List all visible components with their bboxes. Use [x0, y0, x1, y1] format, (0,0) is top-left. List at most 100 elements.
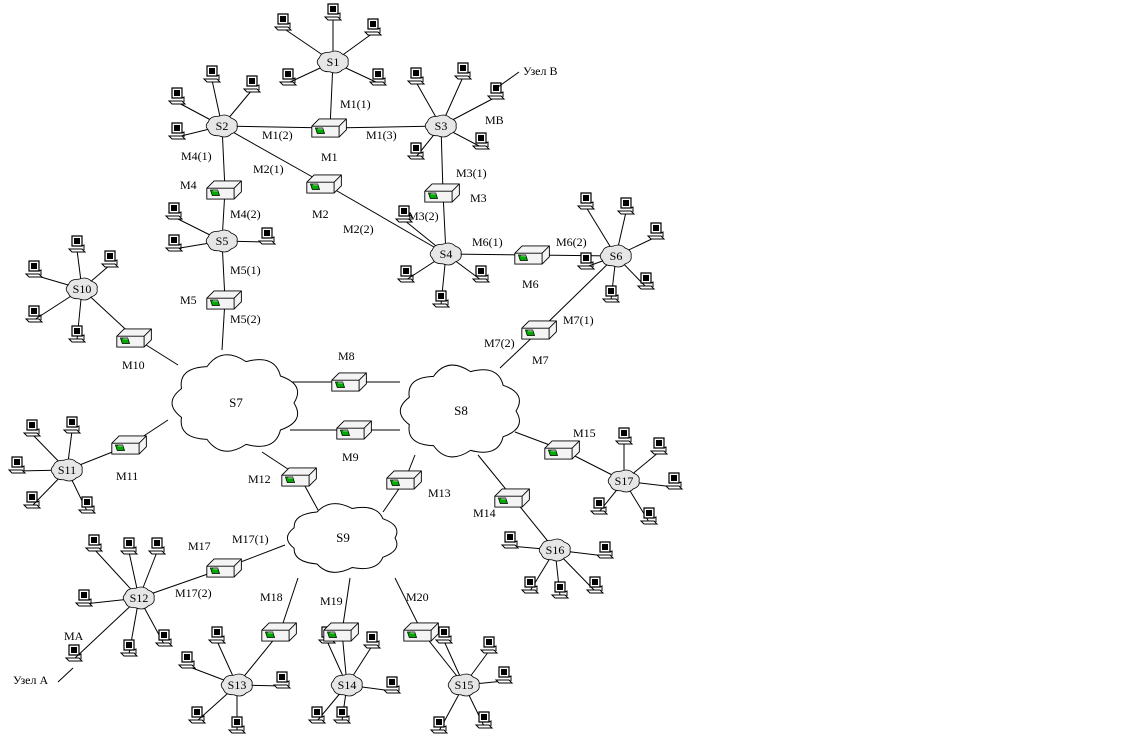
router-icon	[424, 183, 460, 203]
computer-icon	[432, 290, 450, 308]
computer-icon	[364, 18, 382, 36]
network-label-s17: S17	[615, 474, 634, 488]
computer-icon	[430, 716, 448, 734]
computer-icon	[521, 576, 539, 594]
router-icon	[111, 435, 147, 455]
computer-icon	[586, 576, 604, 594]
computer-icon	[63, 416, 81, 434]
computer-icon	[68, 235, 86, 253]
router-label-m7: M7	[532, 353, 549, 367]
router-label-m2: M2	[312, 207, 329, 221]
computer-icon	[274, 13, 292, 31]
port-label: M1(1)	[340, 97, 371, 111]
computer-icon	[168, 87, 186, 105]
computer-icon	[551, 581, 569, 599]
computer-icon	[85, 534, 103, 552]
computer-icon	[501, 531, 519, 549]
pc-link	[73, 597, 140, 660]
computer-icon	[472, 265, 490, 283]
router-icon	[323, 622, 359, 642]
computer-icon	[25, 305, 43, 323]
computer-icon	[617, 197, 635, 215]
computer-icon	[208, 626, 226, 644]
router-label-m15: M15	[573, 426, 596, 440]
router-label-m9: M9	[342, 450, 359, 464]
mb-label: MB	[485, 113, 504, 127]
router-label-m13: M13	[428, 486, 451, 500]
network-label-s7: S7	[229, 395, 243, 410]
port-label: M5(1)	[230, 263, 261, 277]
network-cloud-s8	[399, 364, 520, 458]
router-icon	[281, 467, 317, 487]
computer-icon	[577, 192, 595, 210]
computer-icon	[25, 260, 43, 278]
router-label-m6: M6	[522, 277, 539, 291]
network-label-s2: S2	[216, 119, 229, 133]
computer-icon	[665, 472, 683, 490]
port-label: M1(3)	[366, 128, 397, 142]
computer-icon	[487, 82, 505, 100]
network-label-s12: S12	[130, 591, 149, 605]
port-label: M4(2)	[230, 207, 261, 221]
router-icon	[386, 470, 422, 490]
network-label-s8: S8	[454, 403, 468, 418]
router-label-m18: M18	[260, 590, 283, 604]
computer-icon	[590, 497, 608, 515]
computer-icon	[647, 222, 665, 240]
computer-icon	[637, 272, 655, 290]
clouds-layer	[50, 50, 640, 697]
router-icon	[521, 320, 557, 340]
router-label-m19: M19	[320, 594, 343, 608]
computer-icon	[75, 589, 93, 607]
router-label-m5: M5	[180, 293, 197, 307]
computer-icon	[273, 671, 291, 689]
computer-icon	[279, 68, 297, 86]
network-cloud-s12	[122, 586, 155, 610]
node-b-pointer	[497, 71, 520, 88]
computer-icon	[148, 537, 166, 555]
port-label: M7(2)	[484, 336, 515, 350]
network-cloud-s3	[424, 114, 457, 138]
port-label: M17(1)	[232, 532, 269, 546]
port-label: M6(2)	[556, 235, 587, 249]
link	[329, 125, 442, 129]
computer-icon	[168, 122, 186, 140]
ma-label: MA	[64, 629, 84, 643]
network-label-s3: S3	[435, 119, 448, 133]
network-cloud-s16	[538, 538, 571, 562]
network-cloud-s6	[599, 244, 632, 268]
router-icon	[206, 180, 242, 200]
router-icon	[306, 174, 342, 194]
network-cloud-s4	[429, 242, 462, 266]
computer-icon	[650, 437, 668, 455]
router-icon	[261, 622, 297, 642]
network-label-s6: S6	[610, 249, 623, 263]
router-icon	[206, 290, 242, 310]
network-cloud-s2	[205, 114, 238, 138]
network-label-s10: S10	[73, 282, 92, 296]
computer-icon	[495, 666, 513, 684]
network-cloud-s17	[607, 469, 640, 493]
computer-icon	[120, 537, 138, 555]
network-label-s5: S5	[216, 234, 229, 248]
computer-icon	[8, 456, 26, 474]
computer-icon	[23, 491, 41, 509]
computer-icon	[480, 636, 498, 654]
computer-icon	[640, 507, 658, 525]
computer-icon	[472, 132, 490, 150]
network-label-s16: S16	[546, 543, 565, 557]
port-label: M4(1)	[181, 149, 212, 163]
computer-icon	[155, 629, 173, 647]
network-label-s1: S1	[327, 55, 340, 69]
router-label-m14: M14	[473, 506, 496, 520]
computer-icon	[369, 68, 387, 86]
network-cloud-s9	[286, 503, 398, 573]
router-label-m4: M4	[180, 178, 197, 192]
computer-icon	[333, 706, 351, 724]
router-label-m12: M12	[248, 472, 271, 486]
computer-icon	[324, 3, 342, 21]
network-label-s9: S9	[336, 530, 350, 545]
computer-icon	[65, 644, 83, 662]
